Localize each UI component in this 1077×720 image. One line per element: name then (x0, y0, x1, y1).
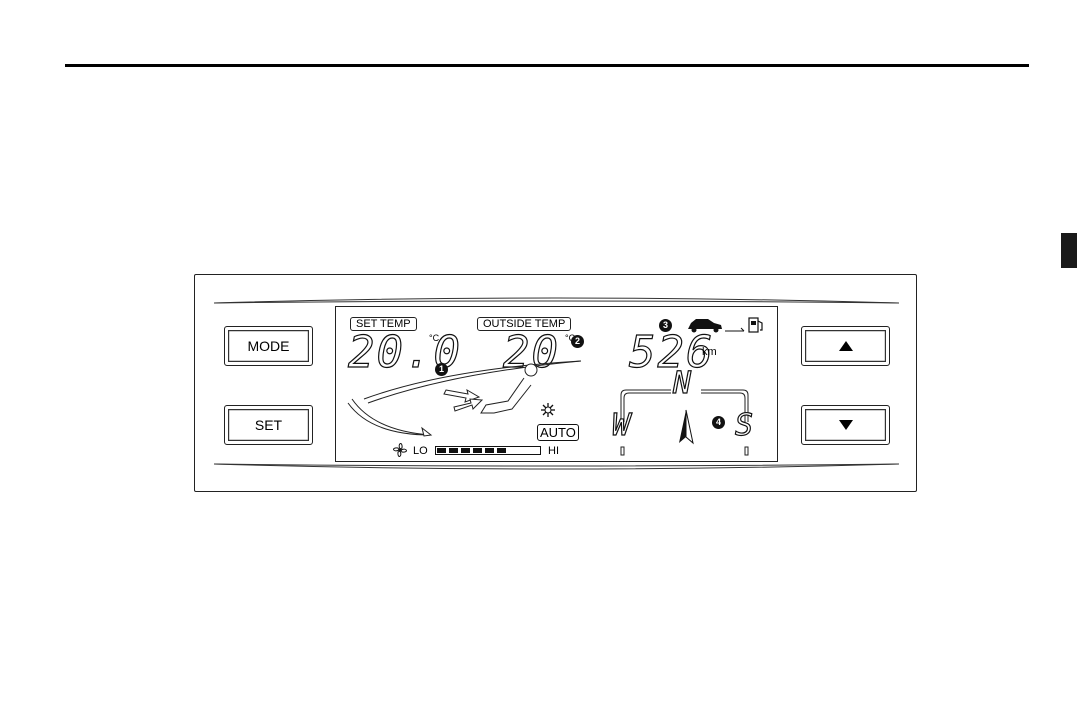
panel-trim-lines (213, 297, 900, 470)
compass-east: S (734, 408, 754, 443)
callout-4: 4 (712, 416, 725, 429)
airflow-diagram (347, 360, 582, 437)
compass-needle-icon (679, 409, 694, 445)
fan-level-segment (497, 448, 506, 453)
distance-unit: km (702, 346, 717, 358)
mode-button[interactable]: MODE (224, 326, 313, 366)
header-rule (65, 64, 1029, 67)
outside-temp-label: OUTSIDE TEMP (477, 317, 572, 331)
triangle-down-icon (838, 420, 853, 430)
fan-high-label: HI (548, 445, 559, 457)
set-temp-unit: °C (429, 333, 440, 343)
distance-to-empty-value: 526 (628, 327, 715, 378)
compass-frame (620, 389, 749, 456)
fan-speed-fill (437, 448, 509, 453)
fuel-pump-icon (748, 317, 763, 333)
fan-speed-bar (435, 446, 541, 455)
callout-2: 2 (571, 335, 584, 348)
up-button[interactable] (801, 326, 890, 366)
lcd-display: SET TEMP OUTSIDE TEMP 20.0 °C 1 20 °C 2 … (335, 306, 778, 462)
set-button[interactable]: SET (224, 405, 313, 445)
climate-control-panel: MODE SET SET TEMP OUTSIDE TEMP 20.0 °C 1… (194, 274, 917, 492)
lcd-graphics (347, 317, 763, 457)
auto-mode-indicator: AUTO (537, 424, 579, 441)
car-icon (688, 319, 722, 333)
callout-1: 1 (435, 363, 448, 376)
set-temp-label: SET TEMP (350, 317, 417, 331)
fan-level-segment (461, 448, 470, 453)
compass-north: N (672, 366, 692, 401)
section-tab-marker (1061, 233, 1077, 268)
outside-temp-unit: °C (565, 333, 576, 343)
fan-level-segment (485, 448, 494, 453)
fan-level-segment (473, 448, 482, 453)
fan-level-segment (449, 448, 458, 453)
arrow-line-icon (725, 327, 745, 332)
snowflake-icon (541, 403, 555, 417)
down-button[interactable] (801, 405, 890, 445)
fan-level-segment (437, 448, 446, 453)
fan-low-label: LO (413, 445, 428, 457)
compass-west: W (611, 408, 631, 443)
triangle-up-icon (838, 341, 853, 351)
callout-3: 3 (659, 319, 672, 332)
fan-icon (393, 443, 407, 457)
